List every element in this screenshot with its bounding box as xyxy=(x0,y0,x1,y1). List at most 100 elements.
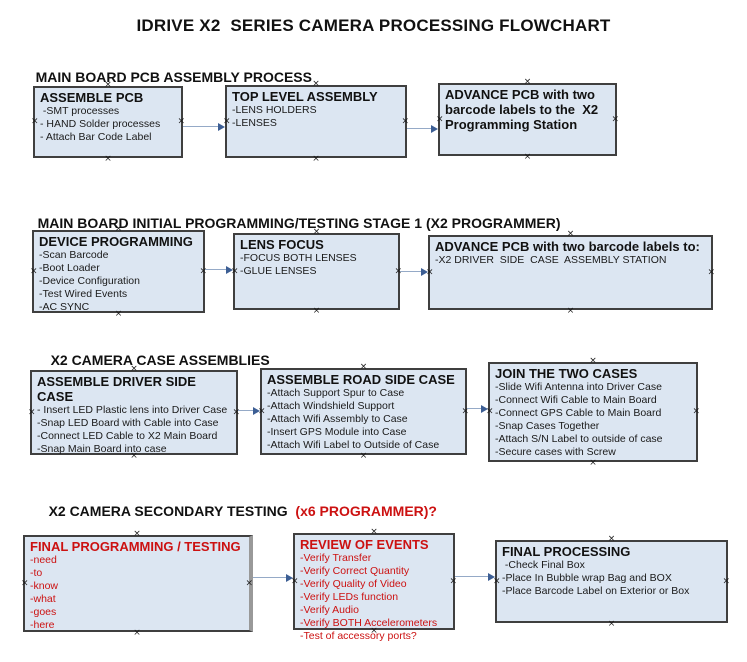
box-title: ASSEMBLE ROAD SIDE CASE xyxy=(267,372,455,387)
anchor-handle-icon: × xyxy=(312,154,320,164)
box-title: FINAL PROCESSING xyxy=(502,544,631,559)
box-review-of-events: × × × × REVIEW OF EVENTS -Verify Transfe… xyxy=(291,528,457,643)
box-item: -Snap Main Board into case xyxy=(37,443,167,455)
flow-arrow xyxy=(253,573,293,582)
box-item: -AC SYNC xyxy=(39,301,90,313)
box-item: -Connect LED Cable to X2 Main Board xyxy=(37,430,218,442)
arrow-line xyxy=(467,407,483,409)
box-title: ASSEMBLE DRIVER SIDE CASE xyxy=(37,374,200,404)
box-item: -GLUE LENSES xyxy=(240,265,317,277)
anchor-handle-icon: × xyxy=(436,114,444,124)
box-assemble-pcb: × × × × ASSEMBLE PCB -SMT processes - HA… xyxy=(31,81,185,164)
section-heading-initial-programming: MAIN BOARD INITIAL PROGRAMMING/TESTING S… xyxy=(22,199,561,247)
flow-arrow xyxy=(407,124,438,133)
anchor-handle-icon: × xyxy=(21,578,29,588)
arrow-line xyxy=(400,270,423,272)
box-title: DEVICE PROGRAMMING xyxy=(39,234,193,249)
box-join-the-two-cases: × × × × JOIN THE TWO CASES -Slide Wifi A… xyxy=(486,357,700,468)
anchor-handle-icon: × xyxy=(523,77,532,87)
anchor-handle-icon: × xyxy=(523,152,532,162)
section-heading-text: X2 CAMERA CASE ASSEMBLIES xyxy=(50,352,270,368)
box-item: -Check Final Box xyxy=(502,559,585,571)
arrow-line xyxy=(183,125,220,127)
box-item: - Attach Bar Code Label xyxy=(40,131,152,143)
section-heading-case-assemblies: X2 CAMERA CASE ASSEMBLIES xyxy=(35,336,270,384)
anchor-handle-icon: × xyxy=(359,451,368,461)
box-item: -Scan Barcode xyxy=(39,249,109,261)
arrow-head-icon xyxy=(431,124,438,133)
box-item: -Attach S/N Label to outside of case xyxy=(495,433,663,445)
arrow-head-icon xyxy=(286,573,293,582)
anchor-handle-icon: × xyxy=(312,306,321,316)
box-item: -FOCUS BOTH LENSES xyxy=(240,252,357,264)
anchor-handle-icon: × xyxy=(30,266,38,276)
anchor-handle-icon: × xyxy=(566,229,575,239)
section-heading-text: MAIN BOARD INITIAL PROGRAMMING/TESTING S… xyxy=(37,215,561,231)
box-item: -Connect Wifi Cable to Main Board xyxy=(495,394,657,406)
box-item: -Attach Wifi Label to Outside of Case xyxy=(267,439,440,451)
box-final-processing: × × × × FINAL PROCESSING -Check Final Bo… xyxy=(493,535,730,629)
anchor-handle-icon: × xyxy=(722,576,730,586)
flow-arrow xyxy=(400,267,428,276)
box-item: -Test Wired Events xyxy=(39,288,128,300)
box-item: -Verify BOTH Accelerometers xyxy=(300,617,438,629)
anchor-handle-icon: × xyxy=(566,306,575,316)
anchor-handle-icon: × xyxy=(607,534,616,544)
arrow-line xyxy=(238,409,255,411)
box-item: -Attach Windshield Support xyxy=(267,400,395,412)
flow-arrow xyxy=(467,404,488,413)
box-item: -Verify Audio xyxy=(300,604,359,616)
anchor-handle-icon: × xyxy=(28,407,36,417)
box-title: ADVANCE PCB with two barcode labels to: xyxy=(435,239,700,254)
box-item: -X2 DRIVER SIDE CASE ASSEMBLY STATION xyxy=(435,254,667,266)
box-item: -Connect GPS Cable to Main Board xyxy=(495,407,662,419)
box-assemble-road-side-case: × × × × ASSEMBLE ROAD SIDE CASE -Attach … xyxy=(258,363,469,461)
flow-arrow xyxy=(205,265,233,274)
arrow-head-icon xyxy=(218,122,225,131)
box-title: JOIN THE TWO CASES xyxy=(495,366,638,381)
box-title: ADVANCE PCB with two barcode labels to t… xyxy=(445,87,602,132)
arrow-head-icon xyxy=(481,404,488,413)
box-advance-pcb-programming-station: × × × × ADVANCE PCB with two barcode lab… xyxy=(436,78,619,162)
box-title: REVIEW OF EVENTS xyxy=(300,537,429,552)
box-item: -Attach Support Spur to Case xyxy=(267,387,405,399)
box-item: -Place Barcode Label on Exterior or Box xyxy=(502,585,690,597)
box-item: -what xyxy=(30,593,56,605)
anchor-handle-icon: × xyxy=(692,406,700,417)
anchor-handle-icon: × xyxy=(611,114,619,124)
arrow-line xyxy=(455,575,490,577)
arrow-head-icon xyxy=(253,406,260,415)
anchor-handle-icon: × xyxy=(359,362,368,372)
anchor-handle-icon: × xyxy=(312,79,320,89)
anchor-handle-icon: × xyxy=(104,154,112,164)
anchor-handle-icon: × xyxy=(245,578,253,588)
box-item: -Snap Cases Together xyxy=(495,420,600,432)
box-item: -goes xyxy=(30,606,57,618)
box-device-programming: × × × × DEVICE PROGRAMMING -Scan Barcode… xyxy=(30,225,207,319)
box-item: -to xyxy=(30,567,43,579)
anchor-handle-icon: × xyxy=(607,619,616,629)
arrow-line xyxy=(205,268,228,270)
section-heading-text: MAIN BOARD PCB ASSEMBLY PROCESS xyxy=(35,69,312,85)
box-item: -LENSES xyxy=(232,117,277,129)
box-item: -Secure cases with Screw xyxy=(495,446,616,458)
arrow-line xyxy=(407,127,433,129)
box-item: - Insert LED Plastic lens into Driver Ca… xyxy=(37,404,228,416)
section-heading-red-text: (x6 PROGRAMMER)? xyxy=(295,503,437,519)
box-item: -Verify Correct Quantity xyxy=(300,565,410,577)
box-item: -Attach Wifi Assembly to Case xyxy=(267,413,408,425)
box-item: -need xyxy=(30,554,57,566)
box-item: -Test of accessory ports? xyxy=(300,630,417,642)
anchor-handle-icon: × xyxy=(707,267,715,277)
box-item: -Verify Transfer xyxy=(300,552,372,564)
box-item: -Slide Wifi Antenna into Driver Case xyxy=(495,381,662,393)
section-heading-secondary-testing: X2 CAMERA SECONDARY TESTING (x6 PROGRAMM… xyxy=(33,487,437,535)
arrow-head-icon xyxy=(421,267,428,276)
box-item: -know xyxy=(30,580,59,592)
box-title: ASSEMBLE PCB xyxy=(40,90,144,105)
box-item: -Verify Quality of Video xyxy=(300,578,407,590)
flow-arrow xyxy=(455,572,495,581)
box-top-level-assembly: × × × × TOP LEVEL ASSEMBLY -LENS HOLDERS… xyxy=(223,80,409,164)
box-item: -Verify LEDs function xyxy=(300,591,399,603)
